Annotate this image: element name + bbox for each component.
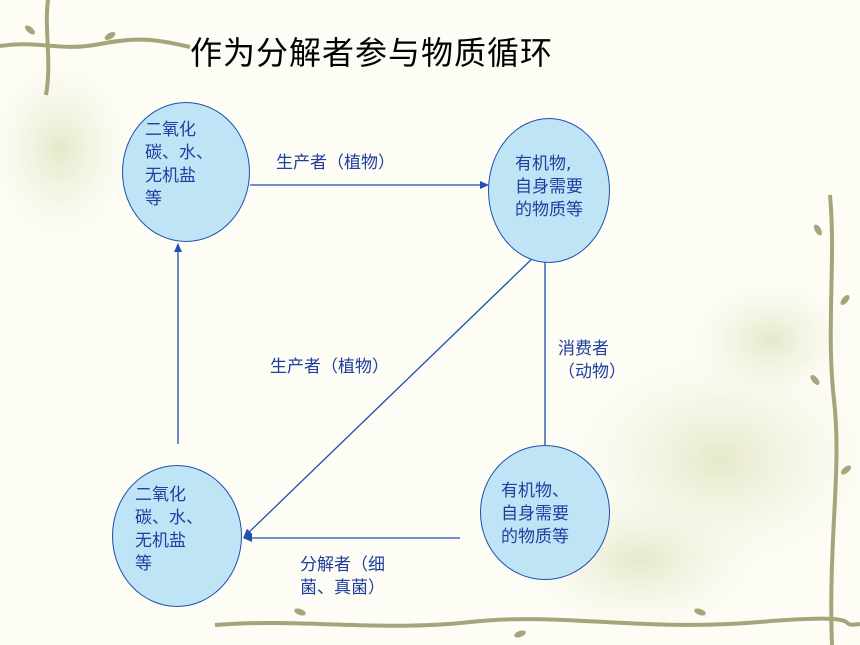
- node-organic-top: 有机物, 自身需要 的物质等: [488, 118, 610, 263]
- edge-label-producer-top: 生产者（植物）: [276, 153, 395, 173]
- vine-left: [44, 0, 51, 96]
- edge-label-producer-diagonal: 生产者（植物）: [270, 357, 389, 377]
- node-inorganic-bottom: 二氧化 碳、水、 无机盐 等: [112, 465, 242, 607]
- node-organic-top-label: 有机物, 自身需要 的物质等: [515, 154, 583, 220]
- node-inorganic-top: 二氧化 碳、水、 无机盐 等: [122, 102, 250, 242]
- arrow-diagonal: [243, 253, 538, 538]
- node-organic-bottom: 有机物、 自身需要 的物质等: [480, 445, 610, 580]
- vine-right: [828, 194, 839, 645]
- node-inorganic-bottom-label: 二氧化 碳、水、 无机盐 等: [135, 485, 203, 574]
- node-inorganic-top-label: 二氧化 碳、水、 无机盐 等: [145, 120, 213, 209]
- edge-label-decomposer: 分解者（细 菌、真菌）: [300, 555, 385, 598]
- vine-top: [0, 37, 191, 49]
- node-organic-bottom-label: 有机物、 自身需要 的物质等: [501, 481, 569, 547]
- edge-label-consumer: 消费者 （动物）: [558, 339, 626, 382]
- vine-bottom: [214, 616, 860, 628]
- slide-title: 作为分解者参与物质循环: [190, 34, 554, 72]
